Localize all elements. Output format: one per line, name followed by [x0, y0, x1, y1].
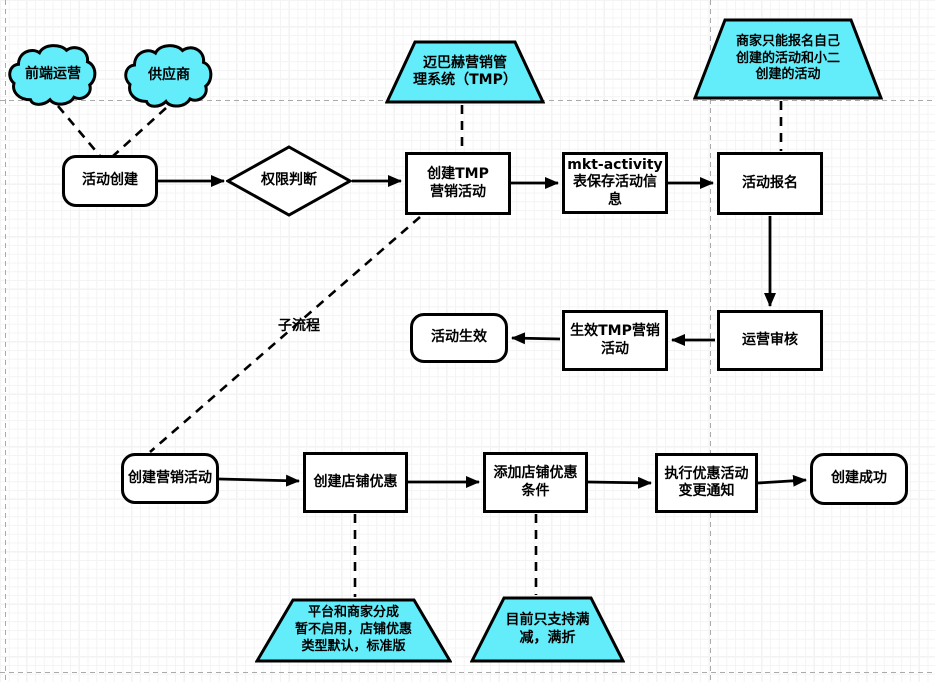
- node-note-support-types[interactable]: 目前只支持满 减，满折: [470, 596, 625, 663]
- node-label: 运营审核: [742, 331, 798, 348]
- node-activity-signup[interactable]: 活动报名: [717, 152, 823, 215]
- trapezoid-icon: [255, 598, 452, 663]
- node-create-marketing-activity[interactable]: 创建营销活动: [121, 453, 219, 504]
- node-ops-review[interactable]: 运营审核: [717, 310, 823, 371]
- node-create-tmp-activity[interactable]: 创建TMP 营销活动: [405, 152, 511, 215]
- node-label: 执行优惠活动 变更通知: [664, 465, 749, 500]
- node-cloud-frontend-ops[interactable]: 前端运营: [8, 42, 98, 108]
- cloud-icon: [8, 42, 98, 108]
- node-permission-check[interactable]: 权限判断: [226, 145, 352, 217]
- node-label: 生效TMP营销 活动: [570, 323, 660, 357]
- node-label: 创建店铺优惠: [313, 473, 398, 490]
- flow-arrows: [158, 175, 807, 489]
- node-label: 活动创建: [82, 172, 138, 189]
- trapezoid-icon: [385, 40, 545, 104]
- node-label: 活动报名: [742, 174, 798, 191]
- node-create-shop-coupon[interactable]: 创建店铺优惠: [303, 452, 408, 513]
- node-label: 创建成功: [831, 470, 887, 487]
- edge-label-subprocess: 子流程: [278, 318, 320, 334]
- node-label: 添加店铺优惠 条件: [493, 465, 578, 499]
- node-add-coupon-condition[interactable]: 添加店铺优惠 条件: [483, 452, 588, 513]
- node-mkt-activity-save[interactable]: mkt-activity 表保存活动信 息: [562, 152, 668, 214]
- diamond-icon: [226, 145, 352, 217]
- node-label: 活动生效: [431, 329, 487, 346]
- node-create-success[interactable]: 创建成功: [810, 453, 908, 505]
- node-cloud-supplier[interactable]: 供应商: [124, 42, 214, 110]
- node-activity-create[interactable]: 活动创建: [62, 155, 158, 207]
- node-label: 创建营销活动: [128, 469, 212, 486]
- node-effective-tmp-activity[interactable]: 生效TMP营销 活动: [562, 310, 668, 371]
- node-exec-coupon-change-notify[interactable]: 执行优惠活动 变更通知: [655, 453, 758, 513]
- node-label: mkt-activity 表保存活动信 息: [567, 156, 663, 208]
- node-note-tmp-system[interactable]: 迈巴赫营销管 理系统（TMP）: [385, 40, 545, 104]
- trapezoid-icon: [470, 596, 625, 663]
- cloud-icon: [124, 42, 214, 110]
- node-note-platform-share[interactable]: 平台和商家分成 暂不启用，店铺优惠 类型默认，标准版: [255, 598, 452, 663]
- node-note-merchant-signup[interactable]: 商家只能报名自己 创建的活动和小二 创建的活动: [693, 18, 883, 100]
- dashed-connectors: [57, 101, 783, 597]
- node-label: 创建TMP 营销活动: [427, 166, 489, 200]
- trapezoid-icon: [693, 18, 883, 100]
- node-activity-effective[interactable]: 活动生效: [410, 313, 508, 363]
